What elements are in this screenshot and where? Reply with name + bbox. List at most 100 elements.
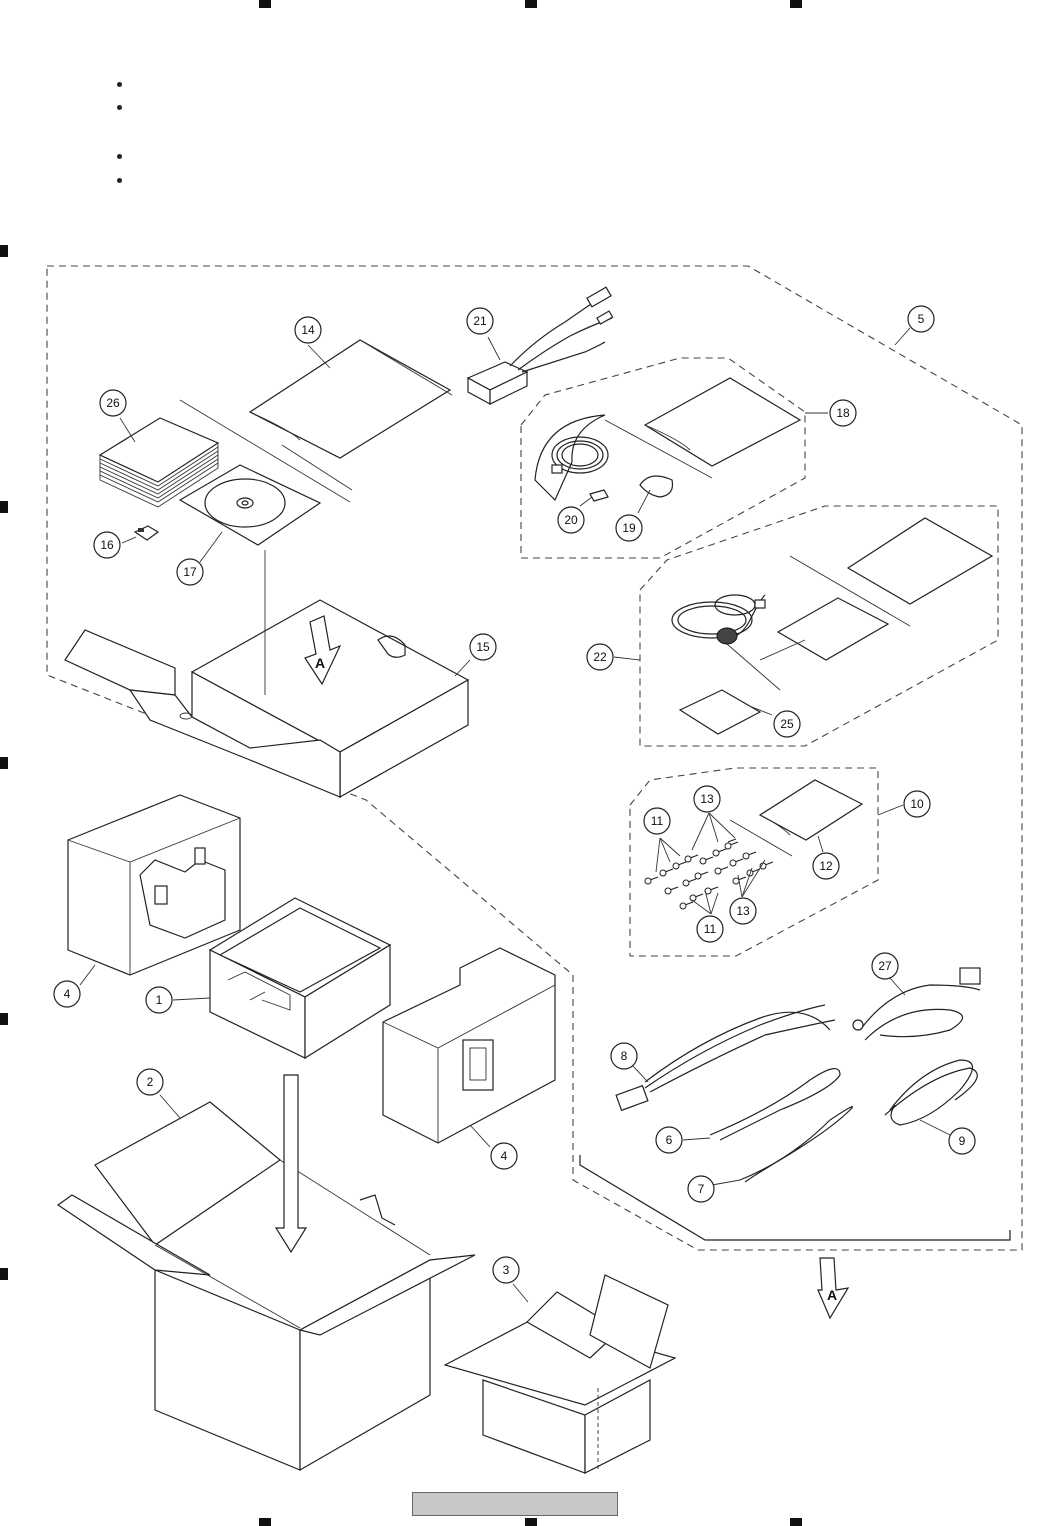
- svg-text:4: 4: [64, 987, 71, 1001]
- callout-16: 16: [93, 531, 121, 559]
- registration-mark: [0, 501, 8, 513]
- adapter-21: [466, 286, 614, 406]
- svg-text:26: 26: [106, 396, 120, 410]
- bag-14: [248, 339, 453, 491]
- note-bullet: [117, 105, 122, 110]
- callout-11a: 11: [643, 807, 671, 835]
- group-22-outline: [639, 505, 999, 747]
- svg-text:12: 12: [819, 859, 833, 873]
- svg-text:6: 6: [666, 1133, 673, 1147]
- callout-5: 5: [907, 305, 935, 333]
- registration-mark: [790, 0, 802, 8]
- outer-carton-2: [56, 1074, 476, 1472]
- callout-26: 26: [99, 389, 127, 417]
- registration-mark: [259, 0, 271, 8]
- registration-mark: [525, 1518, 537, 1526]
- callout-20: 20: [557, 506, 585, 534]
- registration-mark: [790, 1518, 802, 1526]
- svg-text:2: 2: [147, 1075, 154, 1089]
- foam-cushion-right: [382, 947, 556, 1144]
- cable-harnesses: [615, 967, 981, 1183]
- svg-text:1: 1: [156, 993, 163, 1007]
- insert-arrow-upper: [304, 615, 342, 686]
- callout-8: 8: [610, 1042, 638, 1070]
- accessory-tray-15: A: [64, 550, 470, 799]
- svg-text:25: 25: [780, 717, 794, 731]
- page-footer-bar: [412, 1492, 618, 1516]
- svg-text:3: 3: [503, 1263, 510, 1277]
- registration-mark: [259, 1518, 271, 1526]
- callout-1: 1: [145, 986, 173, 1014]
- note-bullet: [117, 82, 122, 87]
- callout-27: 27: [871, 952, 899, 980]
- svg-text:27: 27: [878, 959, 892, 973]
- svg-text:15: 15: [476, 640, 490, 654]
- svg-text:18: 18: [836, 406, 850, 420]
- main-unit-1: [208, 897, 392, 1060]
- svg-text:20: 20: [564, 513, 578, 527]
- svg-text:5: 5: [918, 312, 925, 326]
- svg-text:11: 11: [704, 922, 717, 936]
- arrow-a-label-upper: A: [315, 655, 325, 671]
- small-part-16: [133, 525, 160, 541]
- svg-text:4: 4: [501, 1149, 508, 1163]
- group-10-outline: [629, 767, 879, 957]
- registration-mark: [0, 245, 8, 257]
- cable-set-18: [534, 377, 802, 502]
- callout-15: 15: [469, 633, 497, 661]
- callout-12: 12: [812, 852, 840, 880]
- callout-4b: 4: [490, 1142, 518, 1170]
- small-carton-3: [443, 1274, 677, 1474]
- svg-text:10: 10: [910, 797, 924, 811]
- callouts: 1 2 3 4 4 5 6 7 8 9 10 11 11 12 13 13 14…: [53, 305, 976, 1284]
- registration-mark: [0, 1268, 8, 1280]
- bracket-line: [579, 1155, 1011, 1241]
- note-bullet: [117, 178, 122, 183]
- manual-stack: [98, 417, 220, 508]
- svg-text:16: 16: [100, 538, 114, 552]
- svg-text:19: 19: [622, 521, 636, 535]
- svg-text:7: 7: [698, 1182, 705, 1196]
- callout-3: 3: [492, 1256, 520, 1284]
- registration-mark: [0, 757, 8, 769]
- antenna-22: [671, 517, 994, 735]
- registration-mark: [525, 0, 537, 8]
- insert-arrow-lower: [817, 1257, 850, 1320]
- callout-6: 6: [655, 1126, 683, 1154]
- note-bullet: [117, 154, 122, 159]
- disc-sleeve: [178, 399, 351, 546]
- arrow-a-label-lower: A: [827, 1287, 837, 1303]
- callout-4a: 4: [53, 980, 81, 1008]
- registration-mark: [0, 1013, 8, 1025]
- svg-text:14: 14: [301, 323, 315, 337]
- callout-13b: 13: [729, 897, 757, 925]
- callout-10: 10: [903, 790, 931, 818]
- accessory-group-outline: [46, 265, 1023, 1251]
- callout-9: 9: [948, 1127, 976, 1155]
- callout-17: 17: [176, 558, 204, 586]
- callout-14: 14: [294, 316, 322, 344]
- callout-2: 2: [136, 1068, 164, 1096]
- group-18-outline: [520, 357, 806, 559]
- foam-cushion-left: [67, 794, 241, 976]
- svg-text:13: 13: [700, 792, 714, 806]
- svg-text:21: 21: [473, 314, 487, 328]
- callout-22: 22: [586, 643, 614, 671]
- callout-21: 21: [466, 307, 494, 335]
- svg-text:11: 11: [651, 814, 664, 828]
- svg-text:13: 13: [736, 904, 750, 918]
- svg-text:9: 9: [959, 1134, 966, 1148]
- svg-text:8: 8: [621, 1049, 628, 1063]
- insert-arrow-main: [274, 1074, 308, 1254]
- callout-13a: 13: [693, 785, 721, 813]
- callout-25: 25: [773, 710, 801, 738]
- callout-19: 19: [615, 514, 643, 542]
- screw-bag-10: [644, 779, 864, 910]
- leader-lines: [79, 327, 951, 1303]
- svg-text:22: 22: [593, 650, 607, 664]
- callout-7: 7: [687, 1175, 715, 1203]
- callout-11b: 11: [696, 915, 724, 943]
- svg-text:17: 17: [183, 565, 197, 579]
